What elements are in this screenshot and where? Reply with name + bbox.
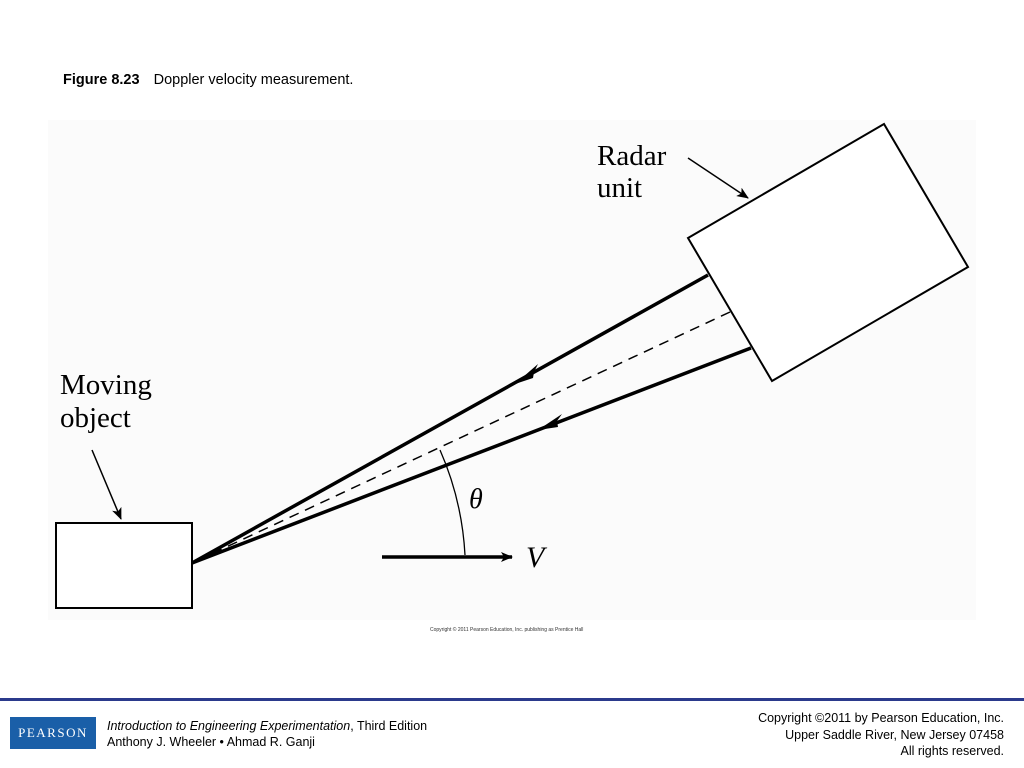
upper-beam-arrowhead	[515, 364, 538, 384]
object-label-line2: object	[60, 402, 131, 434]
angle-label: θ	[469, 484, 483, 515]
object-label-line1: Moving	[60, 369, 152, 401]
radar-label-line1: Radar	[597, 140, 667, 172]
pearson-logo: PEARSON	[10, 717, 96, 749]
copyright-block: Copyright ©2011 by Pearson Education, In…	[758, 710, 1004, 760]
moving-object-box	[55, 522, 193, 609]
book-title: Introduction to Engineering Experimentat…	[107, 719, 351, 733]
figure-caption: Figure 8.23 Doppler velocity measurement…	[63, 72, 353, 88]
velocity-label: V	[526, 541, 548, 574]
lower-beam-arrowhead	[538, 414, 562, 430]
copyright-line2: Upper Saddle River, New Jersey 07458	[785, 727, 1004, 742]
radar-label-line2: unit	[597, 172, 642, 204]
footer-divider	[0, 698, 1024, 701]
figure-number: Figure 8.23	[63, 72, 140, 88]
book-authors: Anthony J. Wheeler • Ahmad R. Ganji	[107, 735, 315, 749]
book-edition: , Third Edition	[350, 719, 428, 733]
radar-pointer-arrow	[687, 157, 749, 199]
lower-beam-line	[191, 346, 752, 565]
book-info: Introduction to Engineering Experimentat…	[107, 718, 427, 750]
object-pointer-arrow	[91, 449, 122, 520]
radar-unit-box	[686, 122, 970, 383]
copyright-line3: All rights reserved.	[900, 744, 1004, 758]
angle-arc	[439, 449, 466, 556]
copyright-line1: Copyright ©2011 by Pearson Education, In…	[758, 711, 1004, 725]
upper-beam-line	[191, 273, 709, 565]
figure-copyright: Copyright © 2011 Pearson Education, Inc.…	[430, 627, 584, 633]
book-title-line: Introduction to Engineering Experimentat…	[107, 718, 427, 734]
figure-caption-text: Doppler velocity measurement.	[153, 72, 354, 88]
center-dashed-line	[191, 311, 731, 564]
